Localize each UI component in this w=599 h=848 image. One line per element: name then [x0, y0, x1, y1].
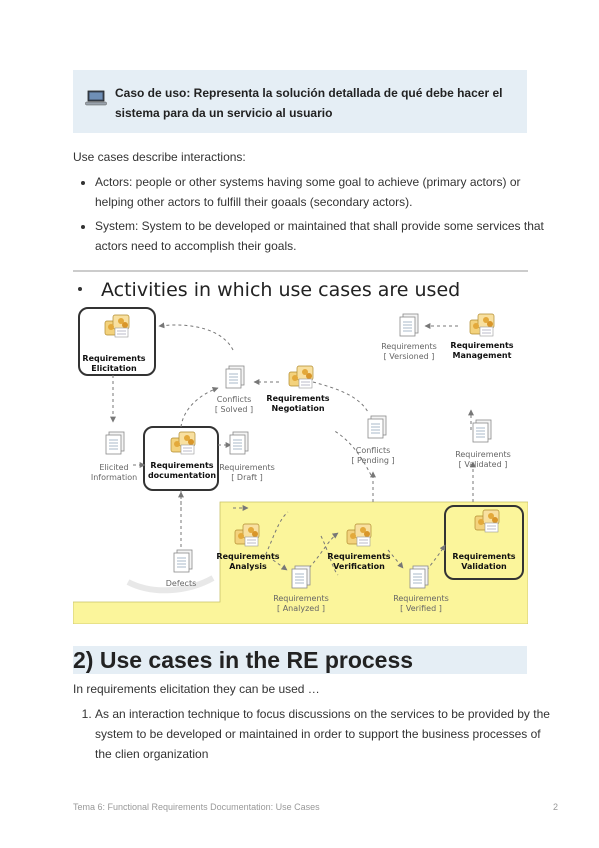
activity-label: documentation — [148, 471, 216, 480]
artifact-label: Requirements — [219, 463, 275, 472]
document-icon — [367, 415, 387, 439]
bullet-list: Actors: people or other systems having s… — [73, 172, 550, 260]
document-icon — [472, 419, 492, 443]
activity-label: Requirements — [450, 341, 513, 350]
list-item: Actors: people or other systems having s… — [95, 172, 550, 212]
intro-text: Use cases describe interactions: — [73, 150, 246, 164]
activities-diagram: Activities in which use cases are used — [73, 270, 528, 624]
page-footer: Tema 6: Functional Requirements Document… — [73, 802, 320, 812]
activity-label: Requirements — [150, 461, 213, 470]
artifact-label: Requirements — [455, 450, 511, 459]
artifact-label: [ Analyzed ] — [277, 604, 325, 613]
laptop-icon — [85, 90, 107, 106]
artifact-label: Conflicts — [217, 395, 252, 404]
document-icon — [409, 565, 429, 589]
info-callout: Caso de uso: Representa la solución deta… — [73, 70, 527, 133]
activity-label: Management — [453, 351, 512, 360]
artifact-label: [ Solved ] — [215, 405, 253, 414]
artifact-label: Information — [91, 473, 137, 482]
artifact-label: [ Verified ] — [400, 604, 442, 613]
activity-label: Requirements — [327, 552, 390, 561]
figure-title: Activities in which use cases are used — [101, 279, 460, 301]
activity-label: Analysis — [229, 562, 267, 571]
artifact-label: Requirements — [273, 594, 329, 603]
numbered-list: As an interaction technique to focus dis… — [73, 704, 550, 764]
section-heading: 2) Use cases in the RE process — [73, 647, 414, 673]
page-number: 2 — [553, 802, 559, 812]
activity-icon — [288, 365, 314, 389]
callout-text: Caso de uso: Representa la solución deta… — [115, 86, 503, 120]
activity-icon — [469, 313, 495, 337]
document-icon — [173, 549, 193, 573]
activity-label: Negotiation — [271, 404, 324, 413]
activity-icon — [104, 314, 130, 338]
artifact-label: Conflicts — [356, 446, 391, 455]
activity-label: Elicitation — [91, 364, 137, 373]
document-icon — [291, 565, 311, 589]
document-icon — [225, 365, 245, 389]
activity-label: Requirements — [216, 552, 279, 561]
artifact-label: Requirements — [381, 342, 437, 351]
list-item: System: System to be developed or mainta… — [95, 216, 550, 256]
activity-label: Requirements — [82, 354, 145, 363]
artifact-label: Elicited — [99, 463, 128, 472]
artifact-label: Defects — [166, 579, 197, 588]
document-icon — [399, 313, 419, 337]
artifact-label: [ Pending ] — [351, 456, 394, 465]
activity-label: Verification — [333, 562, 385, 571]
section-heading-bar: 2) Use cases in the RE process — [73, 646, 527, 674]
activity-label: Requirements — [452, 552, 515, 561]
artifact-label: Requirements — [393, 594, 449, 603]
activity-label: Requirements — [266, 394, 329, 403]
activity-label: Validation — [461, 562, 507, 571]
document-icon — [229, 431, 249, 455]
document-icon — [105, 431, 125, 455]
artifact-label: [ Validated ] — [459, 460, 508, 469]
section-lead: In requirements elicitation they can be … — [73, 682, 320, 696]
artifact-label: [ Draft ] — [231, 473, 263, 482]
activity-icon — [170, 431, 196, 455]
list-item: As an interaction technique to focus dis… — [95, 704, 550, 764]
artifact-label: [ Versioned ] — [384, 352, 435, 361]
